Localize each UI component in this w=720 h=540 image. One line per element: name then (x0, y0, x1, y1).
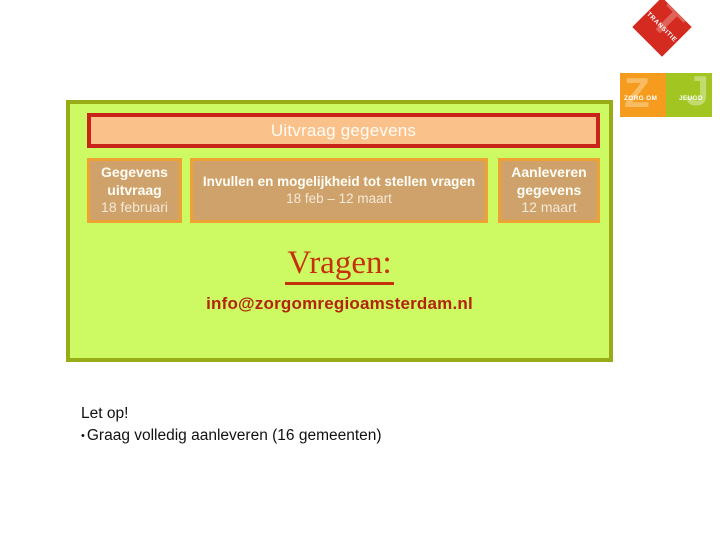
notes-block: Let op! • Graag volledig aanleveren (16 … (81, 403, 382, 446)
notes-bullet-item: • Graag volledig aanleveren (16 gemeente… (81, 425, 382, 447)
zorg-om-logo: Z ZORG OM (620, 73, 666, 117)
jeugd-logo: J JEUGD (666, 73, 712, 117)
z-watermark-icon: Z (624, 73, 650, 116)
transitie-diamond-logo: T TRANSITIE (632, 0, 692, 57)
questions-heading: Vragen: (70, 246, 609, 285)
transitie-jeugd-logo: T TRANSITIE Z ZORG OM J JEUGD (615, 0, 720, 125)
bullet-marker: • (81, 429, 85, 442)
box-title: Invullen en mogelijkheid tot stellen vra… (202, 173, 476, 189)
box-date: 18 februari (101, 199, 168, 216)
contact-email-link[interactable]: info@zorgomregioamsterdam.nl (206, 294, 473, 313)
notes-heading: Let op! (81, 405, 129, 422)
timeline-box-gegevens-uitvraag: Gegevens uitvraag 18 februari (87, 158, 182, 223)
panel-title: Uitvraag gegevens (270, 120, 417, 140)
timeline-box-invullen-vragen: Invullen en mogelijkheid tot stellen vra… (190, 158, 488, 223)
box-date: 18 feb – 12 maart (286, 190, 392, 206)
box-title: Aanleveren gegevens (511, 164, 587, 198)
box-date: 12 maart (521, 199, 577, 216)
questions-heading-text: Vragen: (285, 246, 394, 285)
timeline-box-aanleveren-gegevens: Aanleveren gegevens 12 maart (498, 158, 600, 223)
zorg-om-label: ZORG OM (624, 95, 658, 102)
jeugd-label: JEUGD (679, 95, 703, 102)
box-title: Gegevens uitvraag (101, 164, 168, 198)
main-panel: Uitvraag gegevens Gegevens uitvraag 18 f… (66, 100, 613, 362)
j-watermark-icon: J (685, 73, 709, 114)
panel-title-box: Uitvraag gegevens (87, 113, 600, 148)
notes-bullet-text: Graag volledig aanleveren (16 gemeenten) (86, 426, 382, 444)
